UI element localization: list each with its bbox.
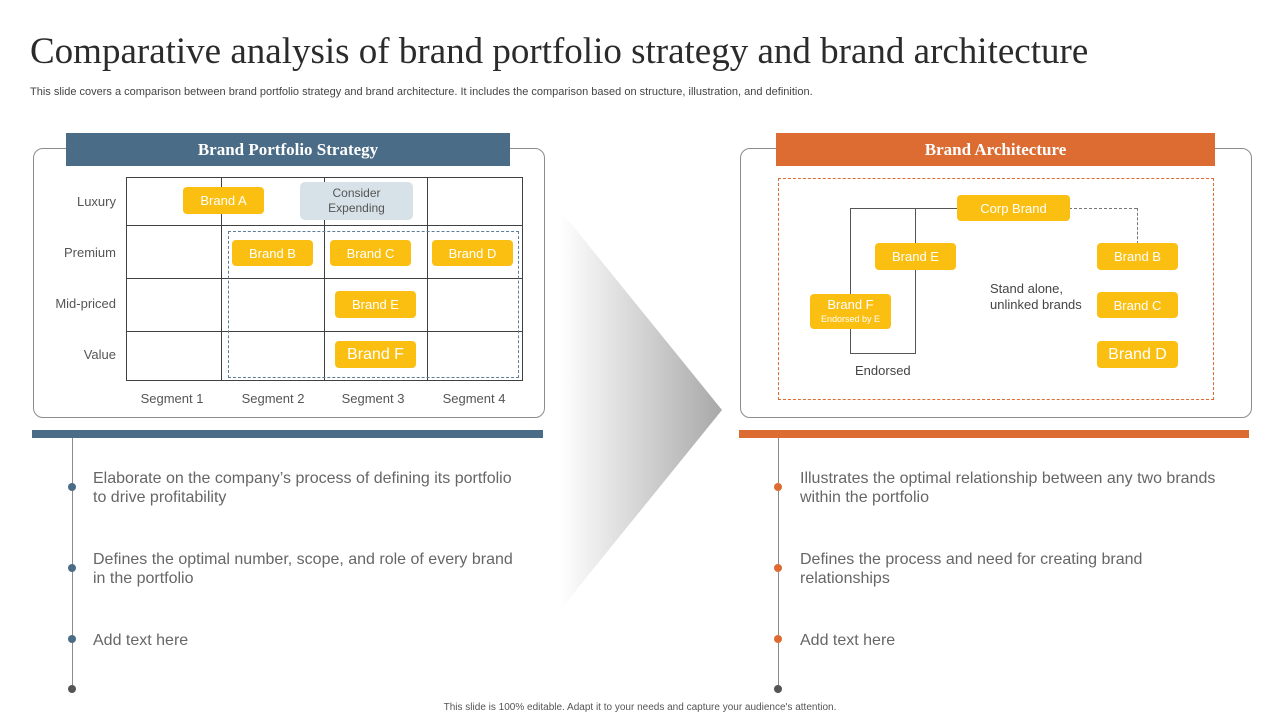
row-label-value: Value [83,347,116,362]
architecture-divider-bar [739,430,1249,438]
architecture-bullet-dot-3 [774,635,782,643]
portfolio-highlight-region [228,231,519,378]
portfolio-bullet-dot-1 [68,483,76,491]
segment-label-2: Segment 2 [241,391,305,406]
brand-f-endorsed-label: Endorsed by E [820,313,881,324]
tag-brand-e-right: Brand E [875,243,956,270]
portfolio-bullet-dot-3 [68,635,76,643]
tag-brand-c-left: Brand C [330,240,411,266]
footer-note: This slide is 100% editable. Adapt it to… [443,702,837,713]
consider-line-2: Expending [328,201,385,215]
portfolio-bullet-dot-2 [68,564,76,572]
connector-top [850,208,958,209]
architecture-bullet-1: Illustrates the optimal relationship bet… [800,470,1216,506]
architecture-bullet-dot-1 [774,483,782,491]
comparison-arrow-shape [560,210,722,610]
tag-brand-d-right: Brand D [1097,341,1178,368]
tag-brand-b-right: Brand B [1097,243,1178,270]
portfolio-bullet-dot-end [68,685,76,693]
architecture-bullet-dot-end [774,685,782,693]
portfolio-bullet-1: Elaborate on the company’s process of de… [93,470,512,506]
tag-consider-expending: Consider Expending [300,182,413,220]
brand-portfolio-panel [33,148,545,418]
tag-brand-a: Brand A [183,187,264,214]
architecture-bullet-2: Defines the process and need for creatin… [800,551,1143,587]
portfolio-divider-bar [32,430,543,438]
stand-alone-line-1: Stand alone, [990,281,1064,296]
portfolio-grid [126,177,523,381]
connector-mid-vertical [915,208,916,353]
architecture-bullet-3: Add text here [800,632,896,649]
connector-dashed-horizontal [1069,208,1137,209]
brand-f-label: Brand F [827,296,874,312]
architecture-region [778,178,1214,400]
connector-left-vertical [850,208,851,353]
tag-brand-e-left: Brand E [335,291,416,318]
brand-portfolio-header: Brand Portfolio Strategy [66,133,510,166]
portfolio-bullet-2: Defines the optimal number, scope, and r… [93,551,513,587]
tag-brand-c-right: Brand C [1097,292,1178,318]
page-title: Comparative analysis of brand portfolio … [30,31,1089,72]
consider-line-1: Consider [332,186,381,200]
connector-bottom [850,353,916,354]
connector-dashed-vertical [1137,208,1138,244]
architecture-bullet-dot-2 [774,564,782,572]
stand-alone-label: Stand alone, unlinked brands [990,281,1082,313]
segment-label-4: Segment 4 [442,391,506,406]
segment-label-1: Segment 1 [140,391,204,406]
tag-brand-b-left: Brand B [232,240,313,266]
row-label-premium: Premium [63,245,116,260]
tag-brand-f-left: Brand F [335,341,416,368]
tag-corp-brand: Corp Brand [957,195,1070,221]
row-label-mid-priced: Mid-priced [55,296,116,311]
portfolio-bullet-3: Add text here [93,632,189,649]
tag-brand-d-left: Brand D [432,240,513,266]
row-label-luxury: Luxury [76,194,116,209]
stand-alone-line-2: unlinked brands [990,297,1082,312]
tag-brand-f-right: Brand F Endorsed by E [810,294,891,329]
page-subtitle: This slide covers a comparison between b… [30,86,813,98]
segment-label-3: Segment 3 [341,391,405,406]
brand-architecture-header: Brand Architecture [776,133,1215,166]
endorsed-label: Endorsed [855,363,911,378]
